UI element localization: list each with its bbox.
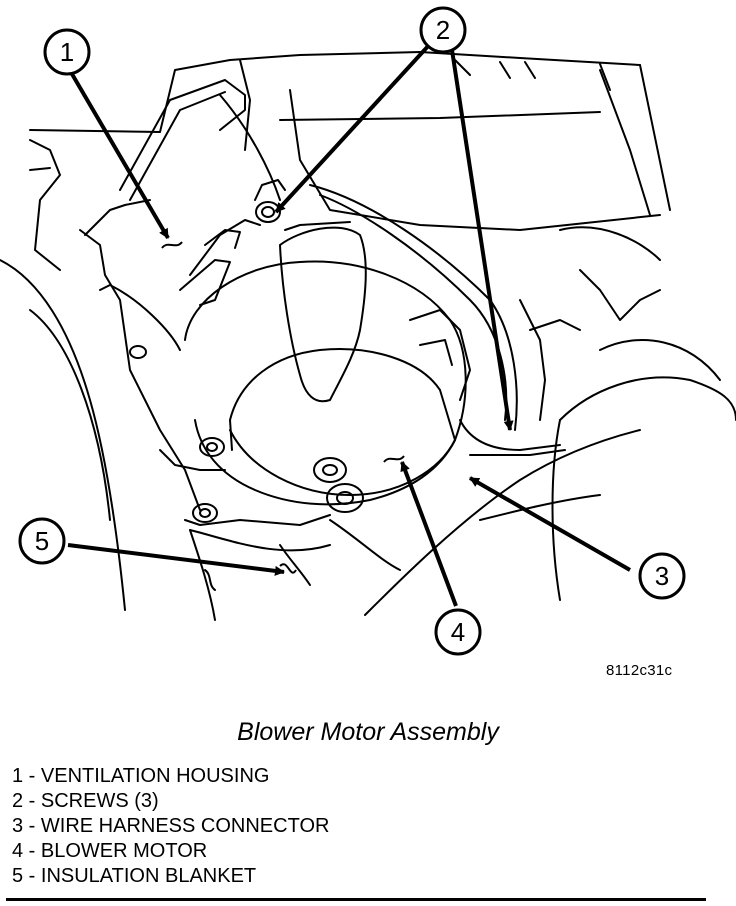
callout-2: 2 <box>419 6 467 54</box>
leader-line-3 <box>469 476 631 572</box>
bottom-divider <box>6 898 706 901</box>
callout-1: 1 <box>43 28 91 76</box>
leader-line-2a <box>274 42 432 214</box>
leader-line-2b <box>450 49 514 431</box>
callout-circle <box>638 552 686 600</box>
legend-item: 4 - BLOWER MOTOR <box>12 840 208 862</box>
leader-line-1 <box>70 72 170 240</box>
callout-number: 3 <box>655 561 669 591</box>
figure-caption: Blower Motor Assembly <box>237 718 499 746</box>
callout-circle <box>43 28 91 76</box>
legend-item: 5 - INSULATION BLANKET <box>12 865 257 887</box>
callout-circle <box>18 517 66 565</box>
legend-item: 1 - VENTILATION HOUSING <box>12 765 270 787</box>
callout-number: 2 <box>436 15 450 45</box>
figure-code: 8112c31c <box>606 662 673 679</box>
callout-number: 4 <box>451 617 465 647</box>
blower-motor-illustration: 1 2 3 4 5 <box>0 6 736 656</box>
callout-number: 1 <box>60 37 74 67</box>
part-indicators <box>161 241 405 574</box>
leader-line-4 <box>400 461 458 607</box>
leader-lines <box>67 42 631 607</box>
legend-item: 3 - WIRE HARNESS CONNECTOR <box>12 815 330 837</box>
assembly-line-art <box>0 51 736 621</box>
callout-4: 4 <box>434 608 482 656</box>
callout-5: 5 <box>18 517 66 565</box>
legend-item: 2 - SCREWS (3) <box>12 790 159 812</box>
callout-3: 3 <box>638 552 686 600</box>
callout-circle <box>434 608 482 656</box>
callout-circle <box>419 6 467 54</box>
parts-legend: 1 - VENTILATION HOUSING 2 - SCREWS (3) 3… <box>12 764 329 889</box>
callout-number: 5 <box>35 526 49 556</box>
leader-line-5 <box>67 543 285 576</box>
